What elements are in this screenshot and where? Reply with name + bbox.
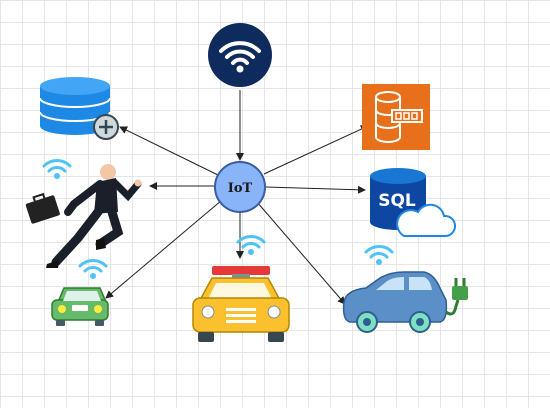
database-add-icon — [39, 77, 119, 140]
sql-cloud-database-icon: SQL — [370, 168, 456, 237]
iot-hub-circle — [214, 161, 266, 213]
arrow-hub-to-electric-car — [256, 201, 346, 305]
wifi-signal-icon — [78, 259, 108, 279]
cloud-icon — [396, 203, 456, 237]
iot-hub: IoT — [214, 161, 266, 213]
wifi-signal-icon — [42, 159, 72, 179]
iot-hub-label: IoT — [228, 181, 253, 196]
arrow-hub-to-database — [119, 126, 219, 176]
arrow-hub-to-sql — [265, 185, 366, 194]
arrow-hub-to-storage — [263, 125, 369, 175]
wifi-router-icon — [208, 23, 272, 87]
wifi-signal-icon — [364, 245, 394, 265]
briefcase-icon — [25, 192, 60, 224]
storage-service-icon — [362, 84, 430, 150]
businessman-icon — [25, 164, 142, 268]
sql-label: SQL — [378, 191, 416, 211]
wifi-signal-icon — [236, 235, 266, 255]
charging-plug-icon — [445, 278, 468, 316]
taxi-icon — [192, 266, 290, 342]
connectors — [105, 90, 369, 305]
add-badge-icon — [93, 114, 119, 140]
electric-car-icon — [342, 271, 468, 333]
green-car-icon — [51, 287, 109, 326]
arrow-hub-to-small-car — [105, 199, 223, 299]
